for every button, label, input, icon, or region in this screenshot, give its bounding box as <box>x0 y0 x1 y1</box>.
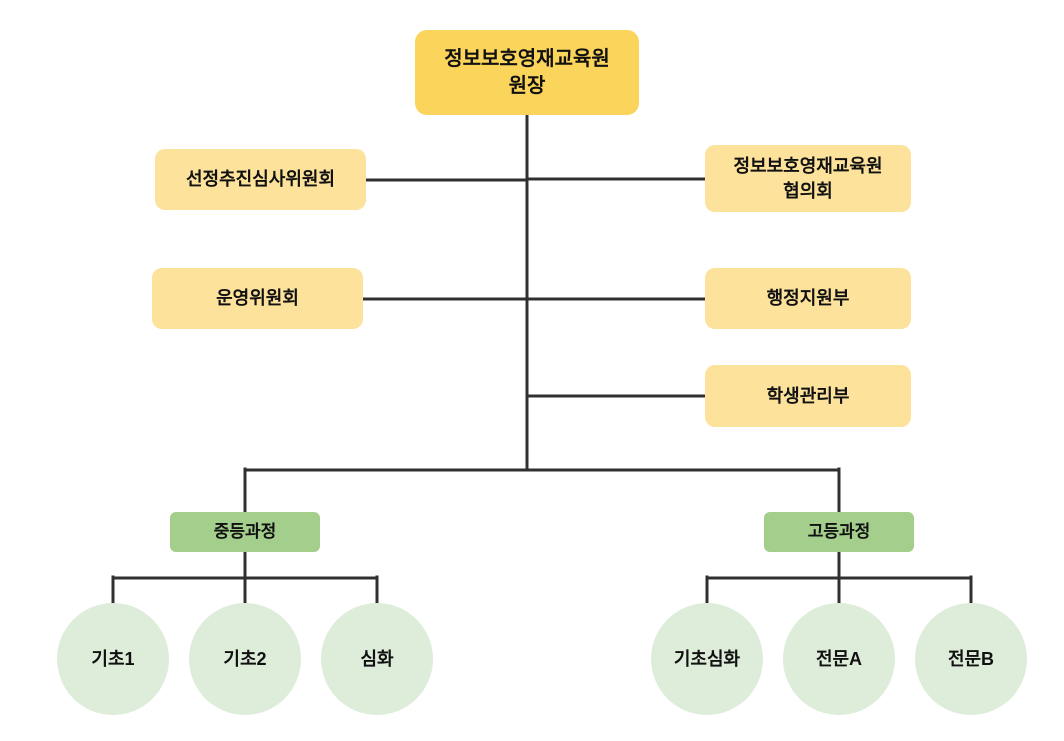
node-director-line1: 정보보호영재교육원 <box>444 47 610 70</box>
node-high-course: 고등과정 <box>764 512 914 552</box>
node-middle-child-advanced-label: 심화 <box>360 648 394 669</box>
node-high-child-expert-a-label: 전문A <box>815 648 863 669</box>
node-selection-committee: 선정추진심사위원회 <box>155 149 366 210</box>
node-high-child-expert-b: 전문B <box>915 603 1027 715</box>
node-council-line2: 협의회 <box>783 180 833 201</box>
node-middle-child-basic2-label: 기초2 <box>223 648 267 669</box>
node-high-child-expert-a: 전문A <box>783 603 895 715</box>
node-director: 정보보호영재교육원 원장 <box>415 30 639 115</box>
node-middle-child-basic1-label: 기초1 <box>91 648 135 669</box>
node-director-line2: 원장 <box>508 74 546 97</box>
node-high-course-label: 고등과정 <box>807 521 871 541</box>
node-high-child-basic-advanced: 기초심화 <box>651 603 763 715</box>
node-steering-committee-label: 운영위원회 <box>216 288 299 309</box>
node-student-management: 학생관리부 <box>705 365 911 427</box>
node-council-line1: 정보보호영재교육원 <box>733 156 883 177</box>
node-selection-committee-label: 선정추진심사위원회 <box>185 169 336 190</box>
node-middle-child-basic2: 기초2 <box>189 603 301 715</box>
node-high-child-expert-b-label: 전문B <box>947 648 995 669</box>
node-council: 정보보호영재교육원 협의회 <box>705 145 911 212</box>
node-admin-support-label: 행정지원부 <box>766 288 850 309</box>
node-student-management-label: 학생관리부 <box>766 385 850 406</box>
node-middle-child-basic1: 기초1 <box>57 603 169 715</box>
node-admin-support: 행정지원부 <box>705 268 911 329</box>
node-steering-committee: 운영위원회 <box>152 268 363 329</box>
node-middle-child-advanced: 심화 <box>321 603 433 715</box>
node-middle-course: 중등과정 <box>170 512 320 552</box>
node-middle-course-label: 중등과정 <box>213 521 277 541</box>
node-high-child-basic-advanced-label: 기초심화 <box>673 648 741 669</box>
